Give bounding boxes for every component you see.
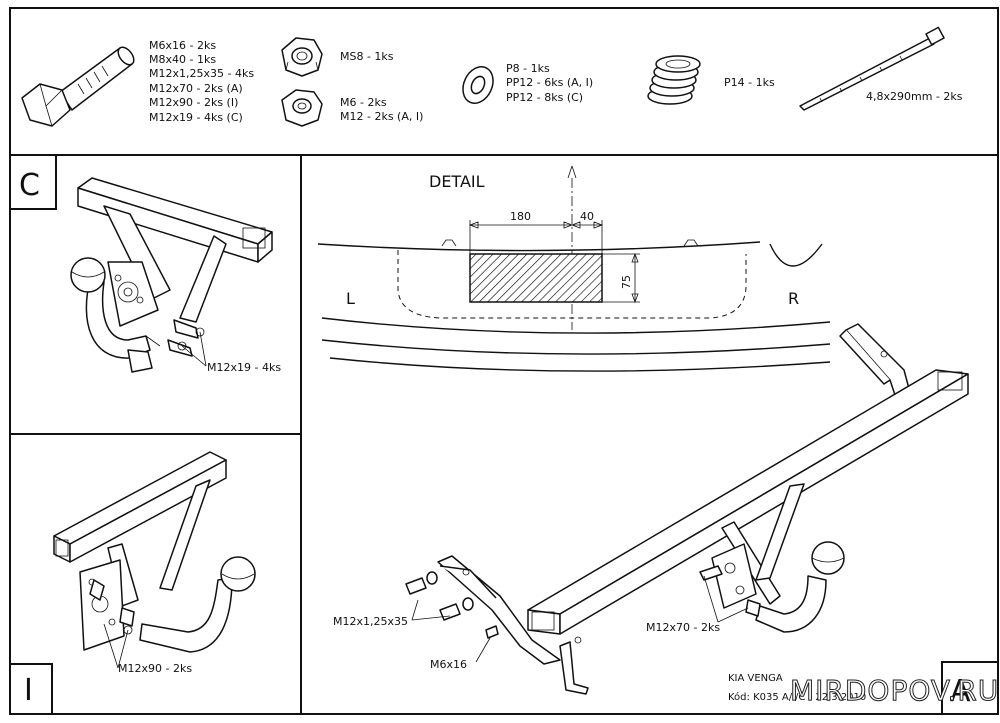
bolt-spec-1: M6x16 - 2ks <box>149 39 216 52</box>
title-block-model: KIA VENGA <box>728 673 783 684</box>
title-block-code: Kód: K035 A/I/C - 22.3.2010 <box>728 691 866 703</box>
locking-nut-icon <box>281 37 323 77</box>
cable-tie-icon <box>799 26 945 111</box>
drawing-border <box>9 7 999 715</box>
dim-height: 75 <box>620 275 633 289</box>
side-left-label: L <box>346 289 355 308</box>
nut-spec-2: M12 - 2ks (A, I) <box>340 110 423 123</box>
view-c-callout: M12x19 - 4ks <box>207 361 281 374</box>
nut-ms-spec: MS8 - 1ks <box>340 50 394 63</box>
watermark: MIRDOPOV.RU <box>790 674 999 707</box>
view-a-letter-box <box>941 661 999 715</box>
washer-spec-1: P8 - 1ks <box>506 62 550 75</box>
view-a-letter: A <box>950 674 971 709</box>
up-arrow-icon <box>567 165 577 179</box>
spring-washer-icon <box>647 55 701 105</box>
view-i: I M12x90 - 2ks <box>9 451 256 715</box>
view-a-callout-bolt: M12x1,25x35 <box>333 615 408 628</box>
tow-bar-c-drawing <box>70 177 273 373</box>
bolt-spec-4: M12x70 - 2ks (A) <box>149 82 243 95</box>
callout-leader-i <box>117 629 129 669</box>
side-right-label: R <box>788 289 799 308</box>
callout-leader-a1 <box>411 599 419 621</box>
spring-washer-spec: P14 - 1ks <box>724 76 775 89</box>
parts-list: M6x16 - 2ks M8x40 - 1ks M12x1,25x35 - 4k… <box>21 26 963 127</box>
view-c-letter: C <box>19 168 40 203</box>
bolt-icon <box>21 46 135 127</box>
callout-leader-a3 <box>703 575 719 623</box>
cable-tie-spec: 4,8x290mm - 2ks <box>866 90 963 103</box>
callout-leader-c <box>181 345 207 367</box>
view-a-callout-screw: M6x16 <box>430 658 467 671</box>
bumper-top-edge <box>317 241 761 252</box>
bolt-spec-3: M12x1,25x35 - 4ks <box>149 67 254 80</box>
view-i-callout: M12x90 - 2ks <box>118 662 192 675</box>
bolt-spec-2: M8x40 - 1ks <box>149 53 216 66</box>
washer-spec-3: PP12 - 8ks (C) <box>506 91 583 104</box>
bolt-spec-6: M12x19 - 4ks (C) <box>149 111 243 124</box>
tow-bar-i-drawing <box>53 451 256 653</box>
tow-bar-a-drawing <box>405 323 969 695</box>
dim-width-right: 40 <box>580 210 594 223</box>
view-i-letter-box <box>9 663 53 715</box>
nut-icon <box>281 89 323 127</box>
nut-spec-1: M6 - 2ks <box>340 96 387 109</box>
washer-icon <box>462 66 494 104</box>
dim-width-left: 180 <box>510 210 531 223</box>
cutout-area <box>469 253 603 303</box>
bolt-spec-5: M12x90 - 2ks (I) <box>149 96 238 109</box>
view-i-letter: I <box>24 673 33 708</box>
washer-spec-2: PP12 - 6ks (A, I) <box>506 76 593 89</box>
callout-leader-a2 <box>475 637 491 663</box>
view-a-callout-ball-bolt: M12x70 - 2ks <box>646 621 720 634</box>
detail-view: DETAIL 180 40 75 L R <box>317 165 831 372</box>
view-c: C <box>9 154 281 374</box>
view-a: M12x1,25x35 M6x16 M12x70 - 2ks KIA VENGA… <box>333 323 999 715</box>
detail-title: DETAIL <box>429 172 485 191</box>
view-c-letter-box <box>9 154 57 210</box>
